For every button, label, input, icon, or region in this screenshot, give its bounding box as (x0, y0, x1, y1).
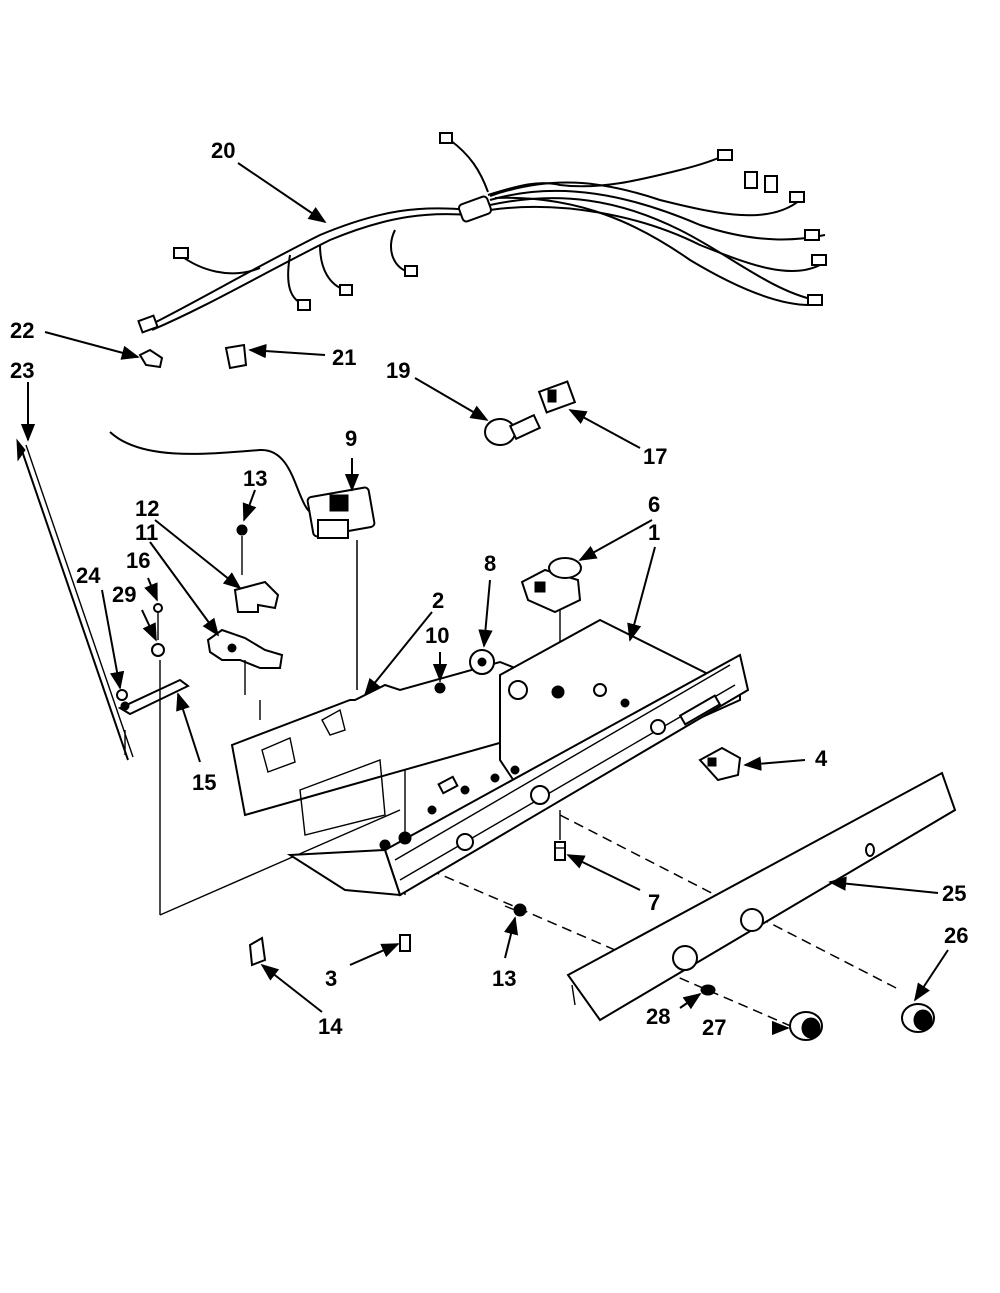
link-15 (117, 678, 190, 716)
knob-27 (789, 1011, 823, 1041)
bracket (233, 580, 280, 613)
grommet-8 (469, 649, 495, 675)
control-housing (230, 660, 522, 836)
clip-21 (224, 343, 248, 370)
callout-13-top: 13 (243, 466, 268, 491)
damper-control (206, 628, 284, 695)
callout-21: 21 (332, 345, 357, 370)
clip-22 (138, 348, 164, 369)
callout-19: 19 (386, 358, 411, 383)
callout-7: 7 (648, 890, 661, 915)
callout-3: 3 (325, 966, 338, 991)
screw-16 (153, 603, 163, 640)
control-panel (566, 771, 957, 1022)
callout-13-bottom: 13 (492, 966, 517, 991)
callout-16: 16 (126, 548, 151, 573)
callout-12: 12 (135, 496, 160, 521)
screw-3 (399, 934, 411, 952)
callout-23: 23 (10, 358, 35, 383)
washer-29 (151, 643, 165, 657)
callout-1: 1 (648, 520, 661, 545)
knob-26 (901, 1003, 935, 1033)
callout-4: 4 (815, 746, 828, 771)
callout-10: 10 (425, 623, 450, 648)
callout-26: 26 (944, 923, 969, 948)
clip-14 (248, 936, 267, 967)
callout-25: 25 (942, 881, 967, 906)
callout-27: 27 (702, 1015, 727, 1040)
rod (16, 438, 134, 761)
callout-15: 15 (192, 770, 217, 795)
callout-29: 29 (112, 582, 137, 607)
screw-13-bottom (504, 903, 527, 917)
callout-8: 8 (484, 551, 497, 576)
light-bulb (484, 413, 542, 446)
callout-28: 28 (646, 1004, 671, 1029)
washer-24 (116, 689, 128, 701)
callout-2: 2 (432, 588, 445, 613)
temperature-control (109, 431, 376, 690)
wire-harness (137, 132, 827, 334)
control-tray (286, 618, 750, 897)
ring-28 (700, 984, 716, 996)
callout-24: 24 (76, 563, 101, 588)
callout-9: 9 (345, 426, 358, 451)
callout-17: 17 (643, 444, 668, 469)
clip-4 (698, 746, 742, 782)
callout-14: 14 (318, 1014, 343, 1039)
screw-7 (554, 841, 566, 861)
callout-11: 11 (135, 520, 159, 545)
callout-20: 20 (211, 138, 236, 163)
screw-13-top (236, 524, 248, 575)
leader-lines (20, 162, 949, 1036)
light-socket (537, 380, 577, 414)
callout-6: 6 (648, 492, 661, 517)
thermostat (520, 557, 582, 614)
callout-22: 22 (10, 318, 35, 343)
